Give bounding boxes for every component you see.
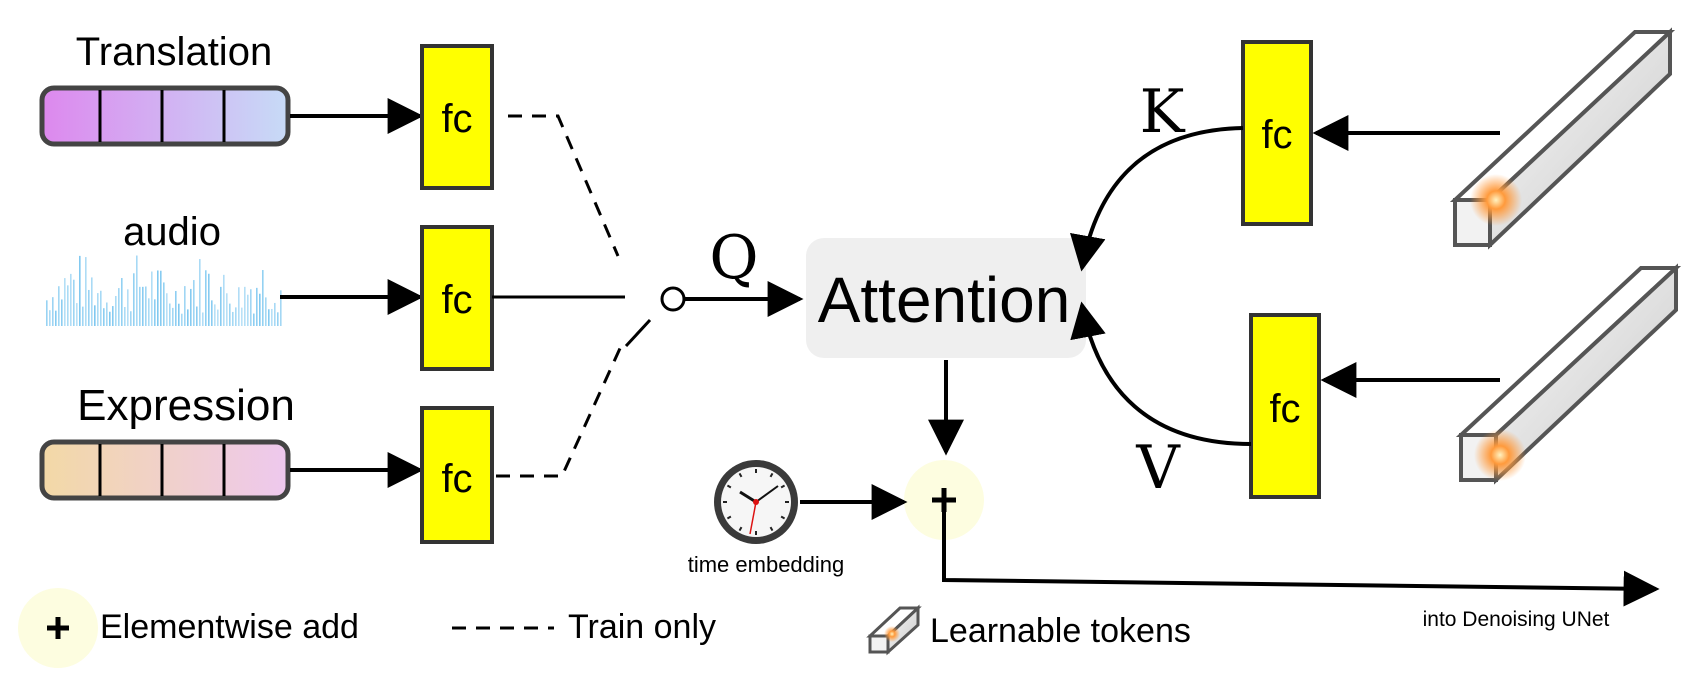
- attention-label: Attention: [818, 264, 1071, 336]
- fc-label: fc: [441, 278, 472, 322]
- fc-key: fc: [1241, 40, 1313, 226]
- switch-node: [660, 286, 686, 312]
- audio-waveform-icon: [46, 255, 282, 326]
- plus-icon: [47, 617, 69, 639]
- fc-label: fc: [1269, 387, 1300, 431]
- v-curve-arrow: [1070, 301, 1252, 446]
- output-arrow: [942, 500, 1660, 607]
- legend-add-label: Elementwise add: [100, 608, 359, 646]
- translation-label: Translation: [76, 30, 272, 74]
- audio-label: audio: [123, 210, 221, 254]
- time-embedding-label: time embedding: [688, 552, 845, 577]
- fc-audio: fc: [420, 225, 494, 371]
- clock-icon: [714, 460, 798, 544]
- fc-label: fc: [1261, 113, 1292, 157]
- legend-tokens: Learnable tokens: [866, 604, 1191, 656]
- k-curve-arrow: [1070, 126, 1244, 272]
- q-label: Q: [709, 223, 758, 293]
- v-label: V: [1135, 433, 1181, 503]
- expression-train-only-line: [496, 343, 624, 478]
- switch-lever: [624, 318, 652, 348]
- attention-block: Attention: [806, 238, 1086, 358]
- learnable-token-key: [1449, 27, 1676, 250]
- translation-train-only-line: [508, 114, 620, 257]
- fc-label: fc: [441, 97, 472, 141]
- k-label: K: [1140, 77, 1186, 147]
- legend-train-only: Train only: [452, 608, 716, 646]
- fc-translation: fc: [420, 44, 494, 190]
- legend-tokens-label: Learnable tokens: [930, 612, 1191, 650]
- fc-label: fc: [441, 457, 472, 501]
- legend-add: Elementwise add: [18, 588, 359, 668]
- expression-label: Expression: [77, 381, 295, 430]
- learnable-token-value: [1455, 263, 1682, 485]
- legend-train-only-label: Train only: [568, 608, 716, 646]
- fc-value: fc: [1249, 313, 1321, 499]
- token-prism-icon: [866, 604, 922, 656]
- expression-token-bar: [39, 439, 291, 501]
- output-label: into Denoising UNet: [1423, 608, 1610, 631]
- translation-token-bar: [39, 85, 291, 147]
- fc-expression: fc: [420, 406, 494, 544]
